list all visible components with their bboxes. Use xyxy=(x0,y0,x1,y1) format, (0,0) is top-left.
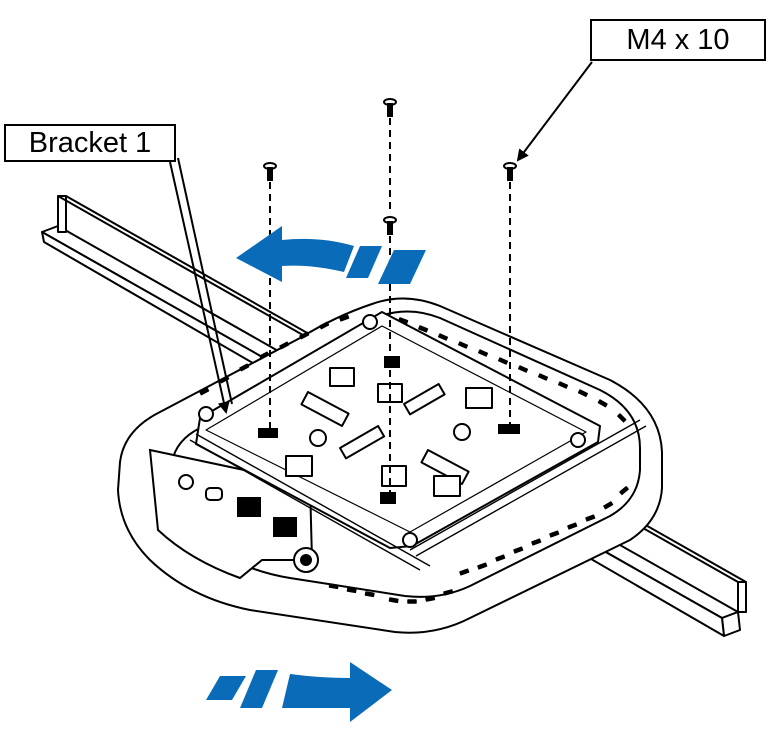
clip-icon xyxy=(498,424,520,434)
screw-size-label: M4 x 10 xyxy=(590,19,766,61)
bracket-label: Bracket 1 xyxy=(4,124,176,162)
screw-icon xyxy=(503,162,517,426)
leader-arrow-icon xyxy=(169,161,230,414)
ethernet-port-icon xyxy=(273,517,297,537)
clip-icon xyxy=(258,428,278,438)
rotation-arrow-icon xyxy=(282,662,392,722)
vent-slots xyxy=(199,314,629,604)
clip-markers xyxy=(258,356,520,504)
leader-lines xyxy=(169,61,593,414)
rotation-arrow-top xyxy=(236,226,426,284)
clip-icon xyxy=(380,492,396,504)
screw-icon xyxy=(383,98,397,214)
screw-icon xyxy=(383,216,397,494)
reset-port-icon xyxy=(205,487,223,501)
rotation-arrow-icon xyxy=(236,226,354,282)
clip-icon xyxy=(384,356,400,368)
power-icon xyxy=(178,474,194,490)
screw-icon xyxy=(263,162,277,432)
ethernet-port-icon xyxy=(237,497,261,517)
screws xyxy=(263,98,517,494)
leader-arrow-icon xyxy=(516,61,593,162)
rotation-arrow-bottom xyxy=(206,662,392,722)
bracket-plate xyxy=(189,311,647,571)
